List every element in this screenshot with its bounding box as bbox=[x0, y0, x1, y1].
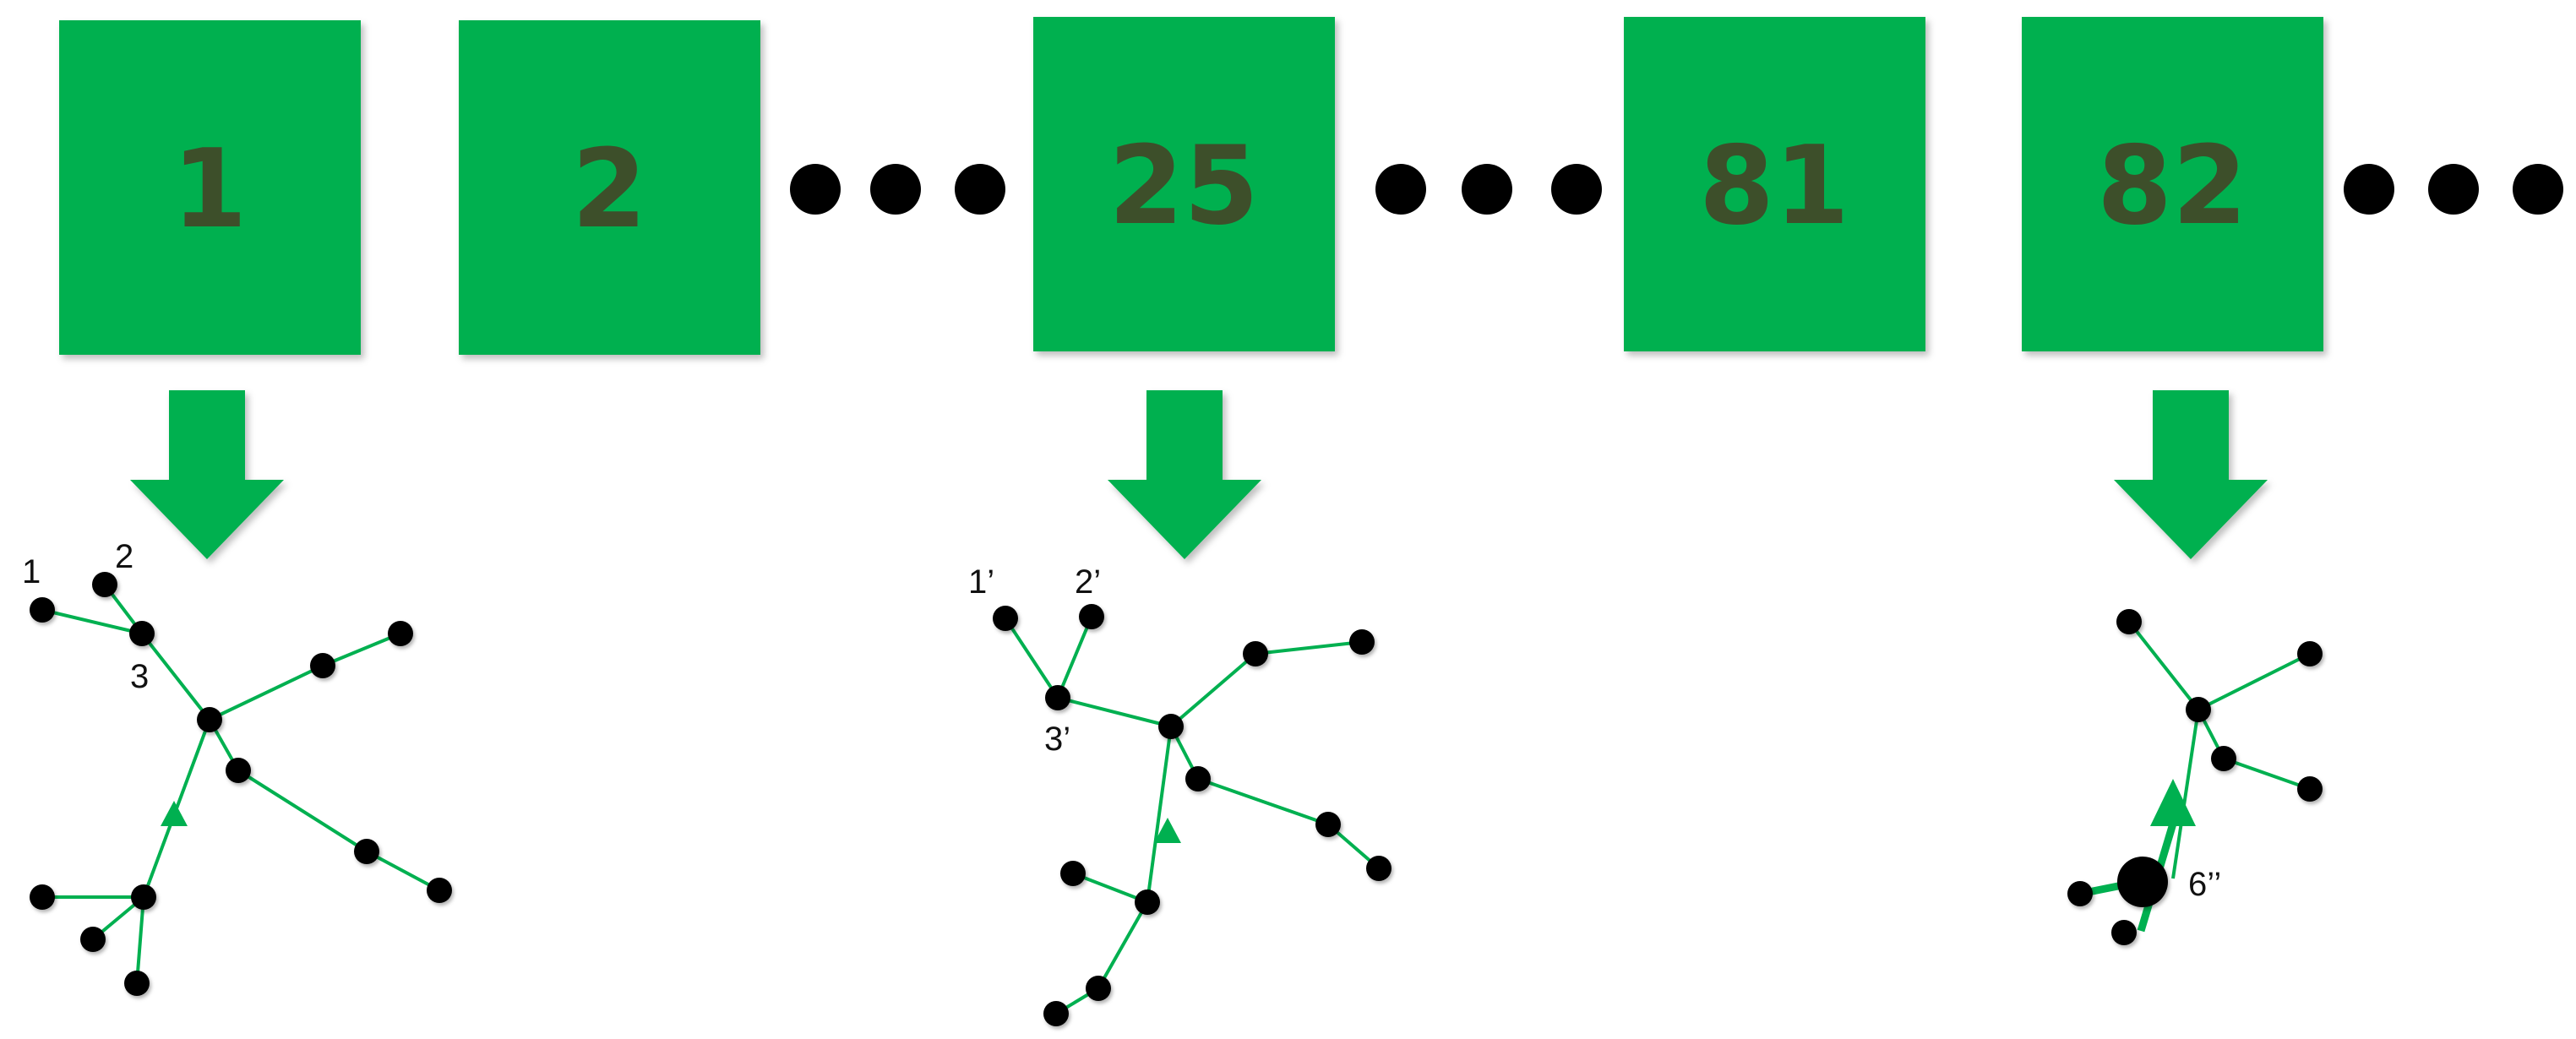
box-1: 1 bbox=[59, 20, 361, 355]
box-1-label: 1 bbox=[172, 127, 247, 253]
node-label: 6’’ bbox=[2188, 866, 2221, 903]
node-label: 1’ bbox=[968, 563, 994, 601]
box-81: 81 bbox=[1624, 17, 1925, 351]
ellipsis-dots-3 bbox=[2344, 164, 2563, 215]
node-label: 2 bbox=[115, 538, 133, 575]
ellipsis-dots-1 bbox=[790, 164, 1005, 215]
down-arrow-icon bbox=[2114, 390, 2268, 559]
tree-25: 1’ 2’ 3’ bbox=[968, 563, 1391, 1026]
direction-arrow-icon bbox=[2150, 779, 2196, 826]
direction-arrow-icon bbox=[1154, 818, 1181, 843]
box-82-label: 82 bbox=[2097, 123, 2247, 249]
box-25: 25 bbox=[1033, 17, 1335, 351]
down-arrow-icon bbox=[1108, 390, 1261, 559]
node-label: 3 bbox=[130, 658, 149, 695]
tree-82: 6’’ bbox=[2067, 609, 2323, 945]
node-label: 1 bbox=[22, 553, 41, 590]
box-2-label: 2 bbox=[571, 127, 646, 253]
node-label: 2’ bbox=[1075, 563, 1101, 601]
box-81-label: 81 bbox=[1699, 123, 1849, 249]
ellipsis-dots-2 bbox=[1375, 164, 1602, 215]
down-arrow-icon bbox=[130, 390, 284, 559]
box-82: 82 bbox=[2022, 17, 2323, 351]
direction-arrow-icon bbox=[161, 801, 188, 826]
node-label: 3’ bbox=[1044, 721, 1070, 758]
box-25-label: 25 bbox=[1108, 123, 1259, 249]
tree-1: 1 2 3 bbox=[22, 538, 452, 996]
box-2: 2 bbox=[459, 20, 760, 355]
